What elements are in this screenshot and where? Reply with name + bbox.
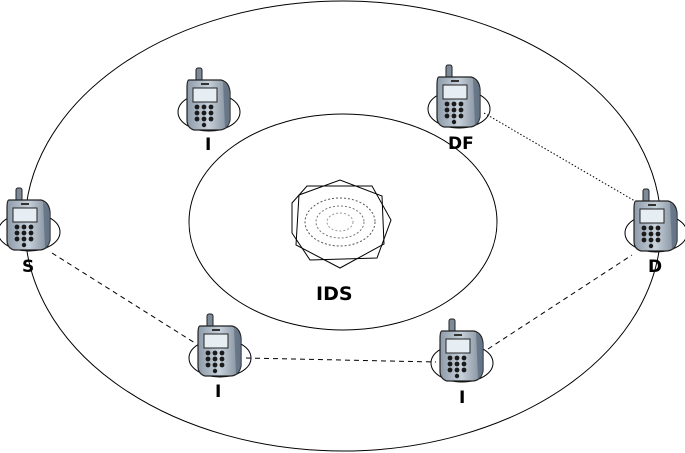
- mobile-phone-icon: [624, 188, 685, 253]
- inner-region-ellipse: [188, 113, 498, 331]
- mobile-phone-icon: [0, 187, 61, 252]
- mobile-phone-icon: [427, 64, 491, 129]
- ids-label: IDS: [316, 283, 353, 305]
- node-phone-i-bottom-left: [188, 313, 252, 378]
- outer-region-ellipse: [24, 0, 662, 452]
- node-phone-df: [427, 64, 491, 129]
- link-i-to-i: [245, 357, 437, 363]
- node-label-d: D: [648, 257, 662, 277]
- link-i-to-d: [487, 254, 633, 350]
- node-phone-s: [0, 187, 61, 252]
- node-label-i-bottom-right: I: [459, 388, 465, 408]
- ids-hexagon-icon: [291, 179, 392, 269]
- node-phone-i-top: [177, 67, 241, 132]
- mobile-phone-icon: [188, 313, 252, 378]
- node-label-i-top: I: [205, 135, 211, 155]
- link-s-to-i: [51, 252, 196, 344]
- mobile-phone-icon: [177, 67, 241, 132]
- mobile-phone-icon: [430, 318, 494, 383]
- node-label-i-bottom-left: I: [215, 382, 221, 402]
- node-phone-d: [624, 188, 685, 253]
- node-phone-i-bottom-right: [430, 318, 494, 383]
- link-df-to-d: [483, 112, 641, 205]
- links: [51, 112, 641, 363]
- node-label-df: DF: [448, 134, 474, 154]
- node-label-s: S: [22, 257, 34, 277]
